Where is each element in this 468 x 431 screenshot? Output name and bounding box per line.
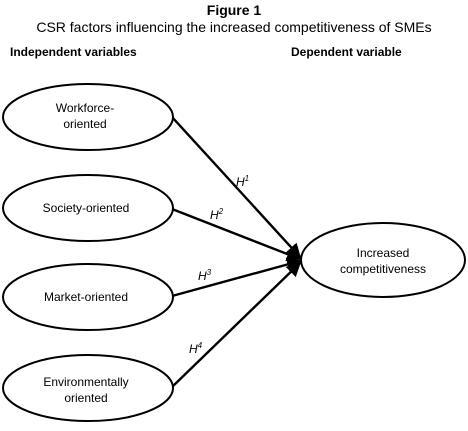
node-society-oriented: Society-oriented	[2, 174, 174, 242]
arrow-h2	[171, 207, 302, 261]
node-workforce-oriented: Workforce- oriented	[2, 83, 174, 151]
hypothesis-h4-base: H	[189, 342, 198, 356]
figure-title: CSR factors influencing the increased co…	[36, 19, 432, 35]
node-market-oriented: Market-oriented	[2, 263, 174, 331]
figure-label: Figure 1	[206, 2, 262, 18]
hypothesis-label-h3: H3	[198, 268, 212, 283]
hypothesis-h3-sup: 3	[207, 268, 212, 277]
node-environmentally-oriented: Environmentally oriented	[2, 354, 174, 422]
node-increased-competitiveness-label-1: Increased	[357, 246, 410, 260]
hypothesis-h3-base: H	[198, 269, 207, 283]
independent-variables-heading: Independent variables	[10, 45, 137, 59]
node-environmentally-oriented-label-1: Environmentally	[43, 375, 128, 389]
hypothesis-label-h4: H4	[189, 341, 203, 356]
hypothesis-h4-sup: 4	[198, 341, 203, 350]
node-market-oriented-label: Market-oriented	[44, 290, 128, 304]
arrow-h4	[171, 261, 302, 388]
arrow-h1	[171, 116, 301, 259]
node-increased-competitiveness: Increased competitiveness	[300, 222, 466, 298]
hypothesis-h2-base: H	[210, 208, 219, 222]
hypothesis-label-h1: H1	[236, 174, 249, 189]
node-society-oriented-label: Society-oriented	[43, 201, 130, 215]
dependent-variable-heading: Dependent variable	[291, 45, 402, 59]
hypothesis-label-h2: H2	[210, 207, 224, 222]
node-workforce-oriented-label-2: oriented	[63, 117, 106, 131]
arrow-h3	[171, 257, 302, 298]
node-workforce-oriented-label-1: Workforce-	[56, 101, 114, 115]
hypothesis-h1-sup: 1	[245, 174, 249, 183]
node-increased-competitiveness-label-2: competitiveness	[340, 262, 426, 276]
hypothesis-h1-base: H	[236, 175, 245, 189]
hypothesis-h2-sup: 2	[218, 207, 224, 216]
node-environmentally-oriented-label-2: oriented	[64, 391, 107, 405]
